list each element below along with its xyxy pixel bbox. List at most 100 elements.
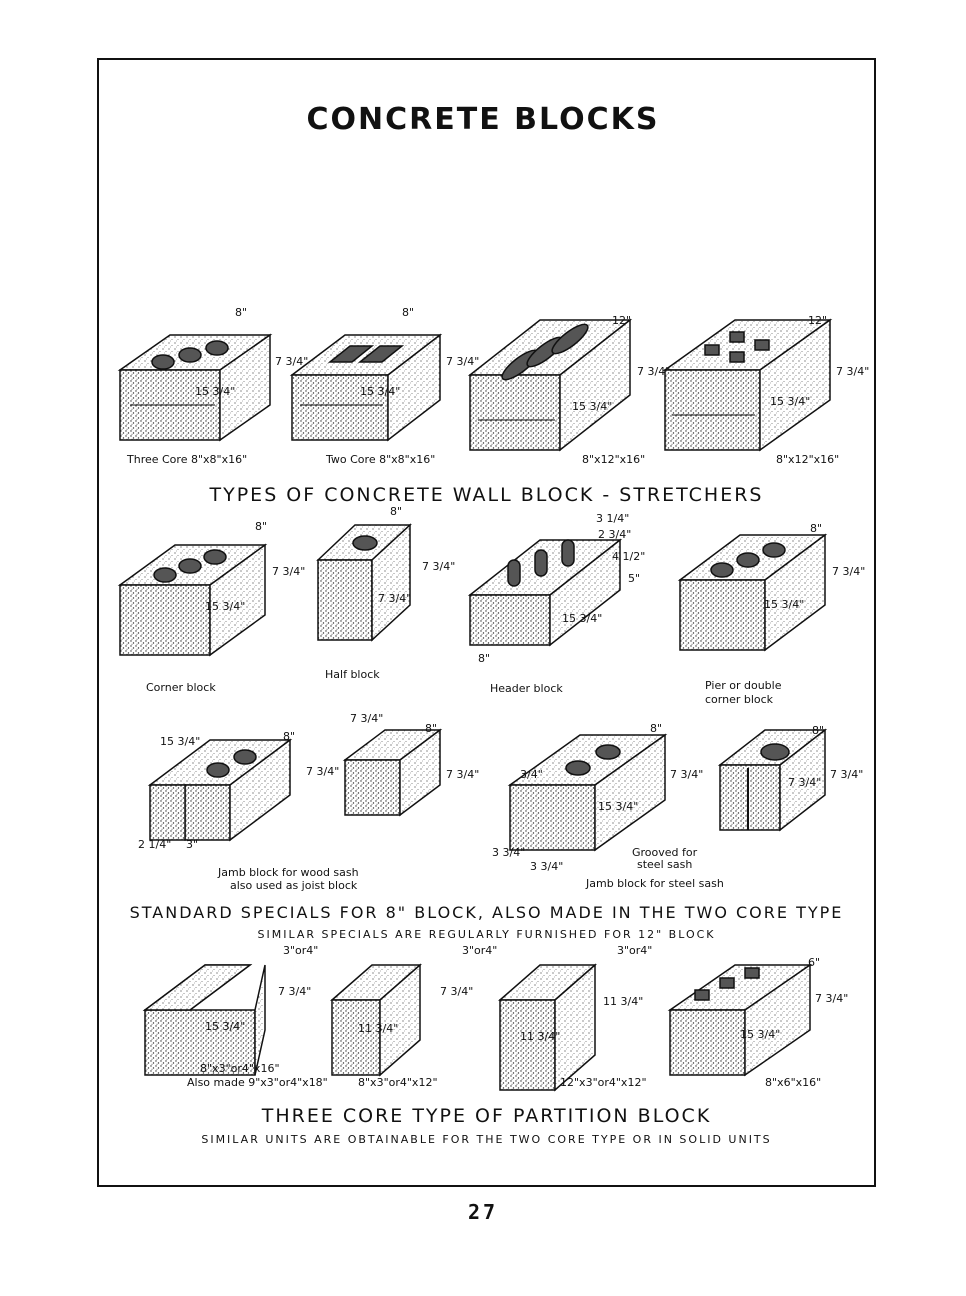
dim-width-1: 8" [235, 306, 248, 319]
dim-jamb-steel-extra-1: 3 3/4" [492, 846, 526, 859]
subheading-partition: SIMILAR UNITS ARE OBTAINABLE FOR THE TWO… [201, 1133, 772, 1146]
dim-height-partition-1: 7 3/4" [278, 985, 312, 998]
caption-12in-square: 8"x12"x16" [776, 453, 840, 466]
block-jamb-steel-half [717, 728, 828, 832]
dim-length-header: 15 3/4" [562, 612, 603, 625]
dim-length-half: 7 3/4" [378, 592, 412, 605]
dim-length-corner: 15 3/4" [205, 600, 246, 613]
caption-partition-2: 8"x3"or4"x12" [358, 1076, 438, 1089]
caption-corner-block: Corner block [146, 681, 216, 694]
partition-block-3 [498, 963, 597, 1092]
dim-height-jamb-wood: 7 3/4" [306, 765, 340, 778]
heading-specials: STANDARD SPECIALS FOR 8" BLOCK, ALSO MAD… [129, 903, 844, 922]
block-header [467, 538, 623, 647]
caption-pier-line1: Pier or double [705, 679, 782, 692]
caption-partition-4: 8"x6"x16" [765, 1076, 822, 1089]
dim-header-extra-3: 4 1/2" [612, 550, 646, 563]
dim-height-pier: 7 3/4" [832, 565, 866, 578]
dim-height-partition-3: 11 3/4" [603, 995, 644, 1008]
partition-block-1 [142, 964, 266, 1076]
dim-jamb-steel-extra-3: 3/4" [520, 768, 543, 781]
dim-length-partition-2: 11 3/4" [358, 1022, 399, 1035]
dim-length-jamb-steel: 15 3/4" [598, 800, 639, 813]
dim-height-header: 5" [628, 572, 641, 585]
partition-block-2 [330, 963, 422, 1077]
dim-height-corner: 7 3/4" [272, 565, 306, 578]
dim-height-jamb-steel-half: 7 3/4" [830, 768, 864, 781]
dim-height-half: 7 3/4" [422, 560, 456, 573]
dim-height-jamb-half: 7 3/4" [446, 768, 480, 781]
dim-length-1: 15 3/4" [195, 385, 236, 398]
block-three-core [117, 333, 273, 442]
caption-header-block: Header block [490, 682, 563, 695]
dim-height-4: 7 3/4" [836, 365, 870, 378]
caption-12in-oval: 8"x12"x16" [582, 453, 646, 466]
dim-length-jamb-wood: 15 3/4" [160, 735, 201, 748]
caption-jamb-steel: Jamb block for steel sash [586, 877, 724, 890]
dim-length-partition-4: 15 3/4" [740, 1028, 781, 1041]
dim-length-3: 15 3/4" [572, 400, 613, 413]
caption-jamb-wood-line1: Jamb block for wood sash [218, 866, 359, 879]
dim-jamb-wood-extra-2: 3" [186, 838, 199, 851]
dim-thickness-partition-2: 3"or4" [462, 944, 498, 957]
partition-block-4 [667, 963, 813, 1077]
caption-partition-3: 12"x3"or4"x12" [560, 1076, 647, 1089]
note-grooved-line1: Grooved for [632, 846, 698, 859]
dim-width-half: 8" [390, 505, 403, 518]
dim-height-partition-4: 7 3/4" [815, 992, 849, 1005]
dim-width-3: 12" [612, 314, 632, 327]
block-half [316, 523, 412, 642]
dim-width-header: 8" [478, 652, 491, 665]
block-corner [117, 543, 268, 657]
subheading-specials: SIMILAR SPECIALS ARE REGULARLY FURNISHED… [257, 928, 716, 941]
dim-header-extra-2: 2 3/4" [598, 528, 632, 541]
block-jamb-steel-sash [507, 733, 668, 852]
dim-header-extra-1: 3 1/4" [596, 512, 630, 525]
dim-width-corner: 8" [255, 520, 268, 533]
block-jamb-half [342, 728, 443, 817]
caption-two-core: Two Core 8"x8"x16" [326, 453, 436, 466]
block-pier [677, 533, 828, 652]
dim-width-jamb-wood: 8" [283, 730, 296, 743]
caption-partition-1-line2: Also made 9"x3"or4"x18" [187, 1076, 328, 1089]
dim-jamb-steel-extra-2: 3 3/4" [530, 860, 564, 873]
dim-width-jamb-steel-half: 8" [812, 724, 825, 737]
block-12in-square-core [662, 318, 833, 452]
dim-width-jamb-half: 8" [425, 722, 438, 735]
dim-length-2: 15 3/4" [360, 385, 401, 398]
dim-length-4: 15 3/4" [770, 395, 811, 408]
page-number: 27 [467, 1200, 499, 1224]
caption-pier-line2: corner block [705, 693, 774, 706]
note-grooved-line2: steel sash [637, 858, 693, 871]
heading-partition: THREE CORE TYPE OF PARTITION BLOCK [261, 1105, 712, 1127]
dim-jamb-half-extra: 7 3/4" [350, 712, 384, 725]
block-jamb-wood-sash [147, 738, 293, 842]
heading-stretchers: TYPES OF CONCRETE WALL BLOCK - STRETCHER… [209, 484, 764, 506]
dim-width-partition-4: 6" [808, 956, 821, 969]
dim-height-2: 7 3/4" [446, 355, 480, 368]
dim-height-3: 7 3/4" [637, 365, 671, 378]
dim-width-4: 12" [808, 314, 828, 327]
dim-thickness-partition-3: 3"or4" [617, 944, 653, 957]
dim-height-jamb-steel: 7 3/4" [670, 768, 704, 781]
dim-width-pier: 8" [810, 522, 823, 535]
caption-jamb-wood-line2: also used as joist block [230, 879, 358, 892]
dim-length-pier: 15 3/4" [764, 598, 805, 611]
dim-jamb-wood-extra-1: 2 1/4" [138, 838, 172, 851]
dim-width-jamb-steel: 8" [650, 722, 663, 735]
dim-length-partition-3: 11 3/4" [520, 1030, 561, 1043]
page-title: CONCRETE BLOCKS [306, 102, 660, 137]
page-border [97, 58, 876, 1187]
dim-width-2: 8" [402, 306, 415, 319]
caption-partition-1-line1: 8"x3"or4"x16" [200, 1062, 280, 1075]
dim-thickness-partition-1: 3"or4" [283, 944, 319, 957]
dim-length-partition-1: 15 3/4" [205, 1020, 246, 1033]
dim-height-1: 7 3/4" [275, 355, 309, 368]
caption-half-block: Half block [325, 668, 380, 681]
block-12in-oval-core [467, 318, 633, 452]
dim-length-jamb-steel-half: 7 3/4" [788, 776, 822, 789]
block-two-core [289, 333, 443, 442]
caption-three-core: Three Core 8"x8"x16" [127, 453, 248, 466]
dim-height-partition-2: 7 3/4" [440, 985, 474, 998]
